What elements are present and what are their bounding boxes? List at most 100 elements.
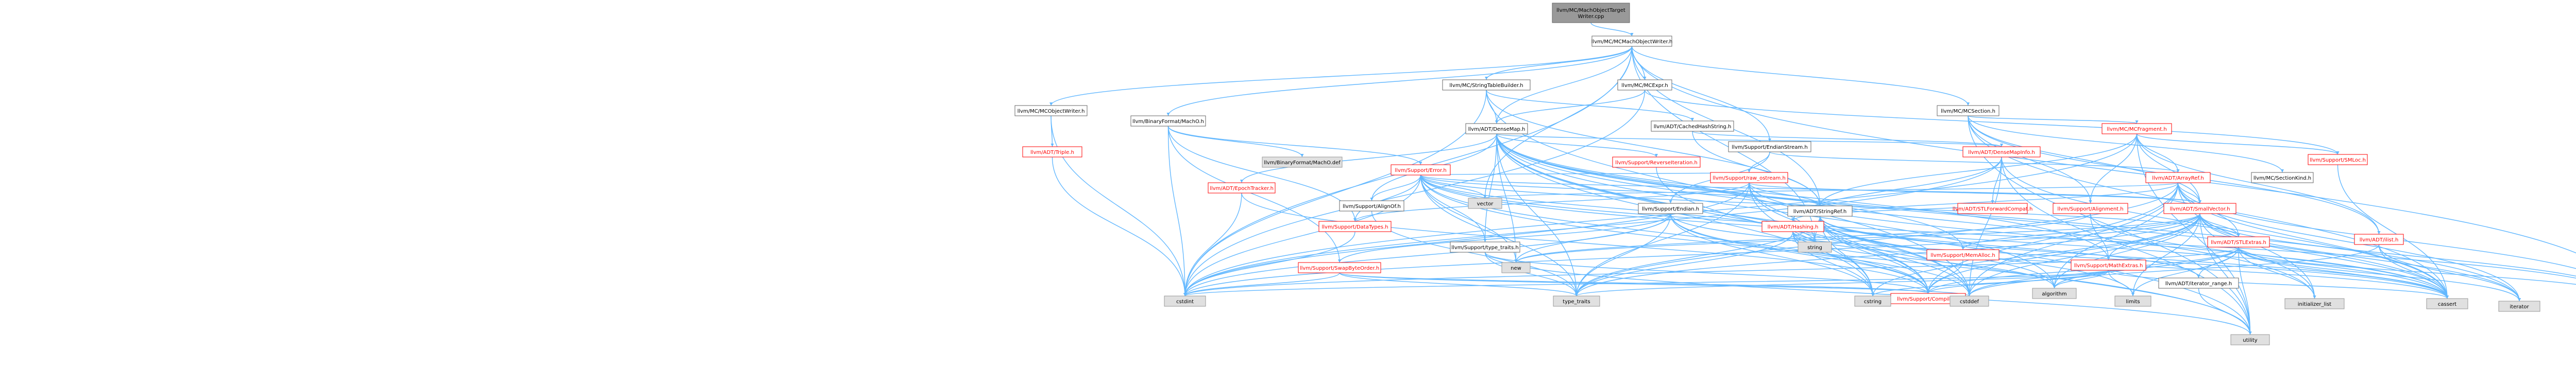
include-edge [1962,213,2200,250]
node-std-cstdint[interactable]: cstdint [1164,295,1206,307]
node-mathextras[interactable]: llvm/Support/MathExtras.h [2071,259,2146,271]
include-edge [1670,213,1873,297]
edge-arrowhead [1968,293,1971,296]
node-alignof[interactable]: llvm/Support/AlignOf.h [1339,200,1404,212]
node-std-iterator[interactable]: iterator [2498,301,2540,312]
node-box [1339,200,1404,212]
include-edge [1354,175,1421,222]
node-label: llvm/MC/MCSection.h [1941,109,1995,114]
edge-arrowhead [2336,151,2340,154]
edge-arrowhead [1353,218,1357,221]
include-edge [2136,133,2179,173]
node-std-initlist[interactable]: initializer_list [2284,298,2345,309]
node-box [1164,295,1206,307]
node-box [1926,249,1999,260]
include-edge [1484,46,1633,199]
node-box [1298,262,1381,273]
node-std-cstddef[interactable]: cstddef [1950,295,1989,307]
node-mcow[interactable]: llvm/MC/MCObjectWriter.h [1014,105,1088,116]
node-label: cstdint [1176,299,1194,305]
node-mcfragment[interactable]: llvm/MC/MCFragment.h [2102,123,2172,134]
node-sectionkind[interactable]: llvm/MC/SectionKind.h [2251,172,2314,183]
node-typetraits[interactable]: llvm/Support/type_traits.h [1450,241,1520,253]
node-label: llvm/ADT/SmallVector.h [2170,206,2230,212]
node-epoch[interactable]: llvm/ADT/EpochTracker.h [1208,182,1276,194]
node-reverseiter[interactable]: llvm/Support/ReverseIteration.h [1612,156,1701,168]
include-edge [1631,46,2576,254]
node-densemap[interactable]: llvm/ADT/DenseMap.h [1465,123,1528,134]
node-std-utility[interactable]: utility [2230,334,2270,345]
node-std-cassert[interactable]: cassert [2426,298,2468,309]
node-std-limits[interactable]: limits [2114,295,2151,307]
node-box [1553,295,1600,307]
edge-arrowhead [1338,259,1341,263]
node-rawostream[interactable]: llvm/Support/raw_ostream.h [1710,172,1788,183]
node-box [1442,79,1531,91]
node-label: llvm/Support/Compiler.h [1897,297,1959,302]
node-strhash[interactable]: llvm/ADT/STLForwardCompat.h [1953,203,2033,214]
include-edge [1184,175,1421,297]
node-std-typetraits[interactable]: type_traits [1553,295,1600,307]
node-triple[interactable]: llvm/ADT/Triple.h [1022,146,1082,158]
node-label: llvm/Support/MemAlloc.h [1930,253,1995,258]
node-cachedhash[interactable]: llvm/ADT/CachedHashString.h [1651,120,1734,132]
node-mcexpr[interactable]: llvm/MC/MCExpr.h [1617,79,1672,91]
node-label: llvm/ADT/CachedHashString.h [1654,124,1732,130]
node-binmacho[interactable]: llvm/BinaryFormat/MachO.h [1130,115,1206,127]
node-box [2032,288,2077,299]
node-label: llvm/MC/MCObjectWriter.h [1018,109,1085,114]
include-edge [1496,90,1646,124]
node-std-algorithm[interactable]: algorithm [2032,288,2077,299]
node-label: cstring [1864,299,1882,305]
node-stlextras[interactable]: llvm/ADT/STLExtras.h [2207,236,2270,248]
node-error[interactable]: llvm/Support/Error.h [1391,164,1451,176]
node-std-new[interactable]: new [1501,262,1531,273]
node-stb[interactable]: llvm/MC/StringTableBuilder.h [1442,79,1531,91]
node-box [1262,156,1343,168]
node-alignment[interactable]: llvm/Support/Alignment.h [2053,203,2128,214]
include-edge [1354,182,1750,222]
include-edge [1184,90,1646,297]
node-box [1450,241,1520,253]
node-endianstream[interactable]: llvm/Support/EndianStream.h [1728,141,1811,152]
node-smallvector[interactable]: llvm/ADT/SmallVector.h [2163,203,2236,214]
node-swapbyte[interactable]: llvm/Support/SwapByteOrder.h [1298,262,1381,273]
include-edge [1167,46,1633,116]
node-smloc[interactable]: llvm/Support/SMLoc.h [2308,154,2368,165]
include-edge [1576,213,1671,297]
node-arrayref[interactable]: llvm/ADT/ArrayRef.h [2145,172,2211,183]
node-stringref[interactable]: llvm/ADT/StringRef.h [1787,205,1853,217]
node-memalloc[interactable]: llvm/Support/MemAlloc.h [1926,249,1999,260]
edge-arrowhead [1791,218,1794,221]
node-label: llvm/Support/AlignOf.h [1343,204,1401,210]
node-hashing[interactable]: llvm/ADT/Hashing.h [1761,221,1824,232]
node-std-string[interactable]: string [1798,241,1832,253]
node-std-cstring[interactable]: cstring [1854,295,1891,307]
node-endian[interactable]: llvm/Support/Endian.h [1638,203,1703,214]
node-mcmow[interactable]: llvm/MC/MCMachObjectWriter.h [1591,36,1672,47]
node-mcsection[interactable]: llvm/MC/MCSection.h [1937,105,1999,116]
include-edge [1371,175,1421,201]
edge-arrowhead [2107,257,2110,260]
node-ilist[interactable]: llvm/ADT/ilist.h [2354,234,2404,245]
node-box [1130,115,1206,127]
node-datatypes[interactable]: llvm/Support/DataTypes.h [1318,221,1392,232]
edge-arrowhead [1748,169,1751,172]
include-edge [1184,133,2138,297]
node-iterrange[interactable]: llvm/ADT/iterator_range.h [2158,277,2239,289]
node-label: llvm/Support/MathExtras.h [2074,263,2143,269]
include-edge [1496,133,1929,294]
node-box [2207,236,2270,248]
edge-arrowhead [1419,162,1422,165]
node-machodef[interactable]: llvm/BinaryFormat/MachO.def [1262,156,1343,168]
node-label: llvm/ADT/iterator_range.h [2165,281,2232,287]
edge-arrowhead [1669,200,1672,203]
node-box [1761,221,1824,232]
edge-arrowhead [1300,154,1304,157]
edge-arrowhead [2237,234,2240,237]
node-densemapinfo[interactable]: llvm/ADT/DenseMapInfo.h [1962,146,2041,158]
node-box [1468,198,1502,209]
node-box [1937,105,1999,116]
node-std-vector[interactable]: vector [1468,198,1502,209]
